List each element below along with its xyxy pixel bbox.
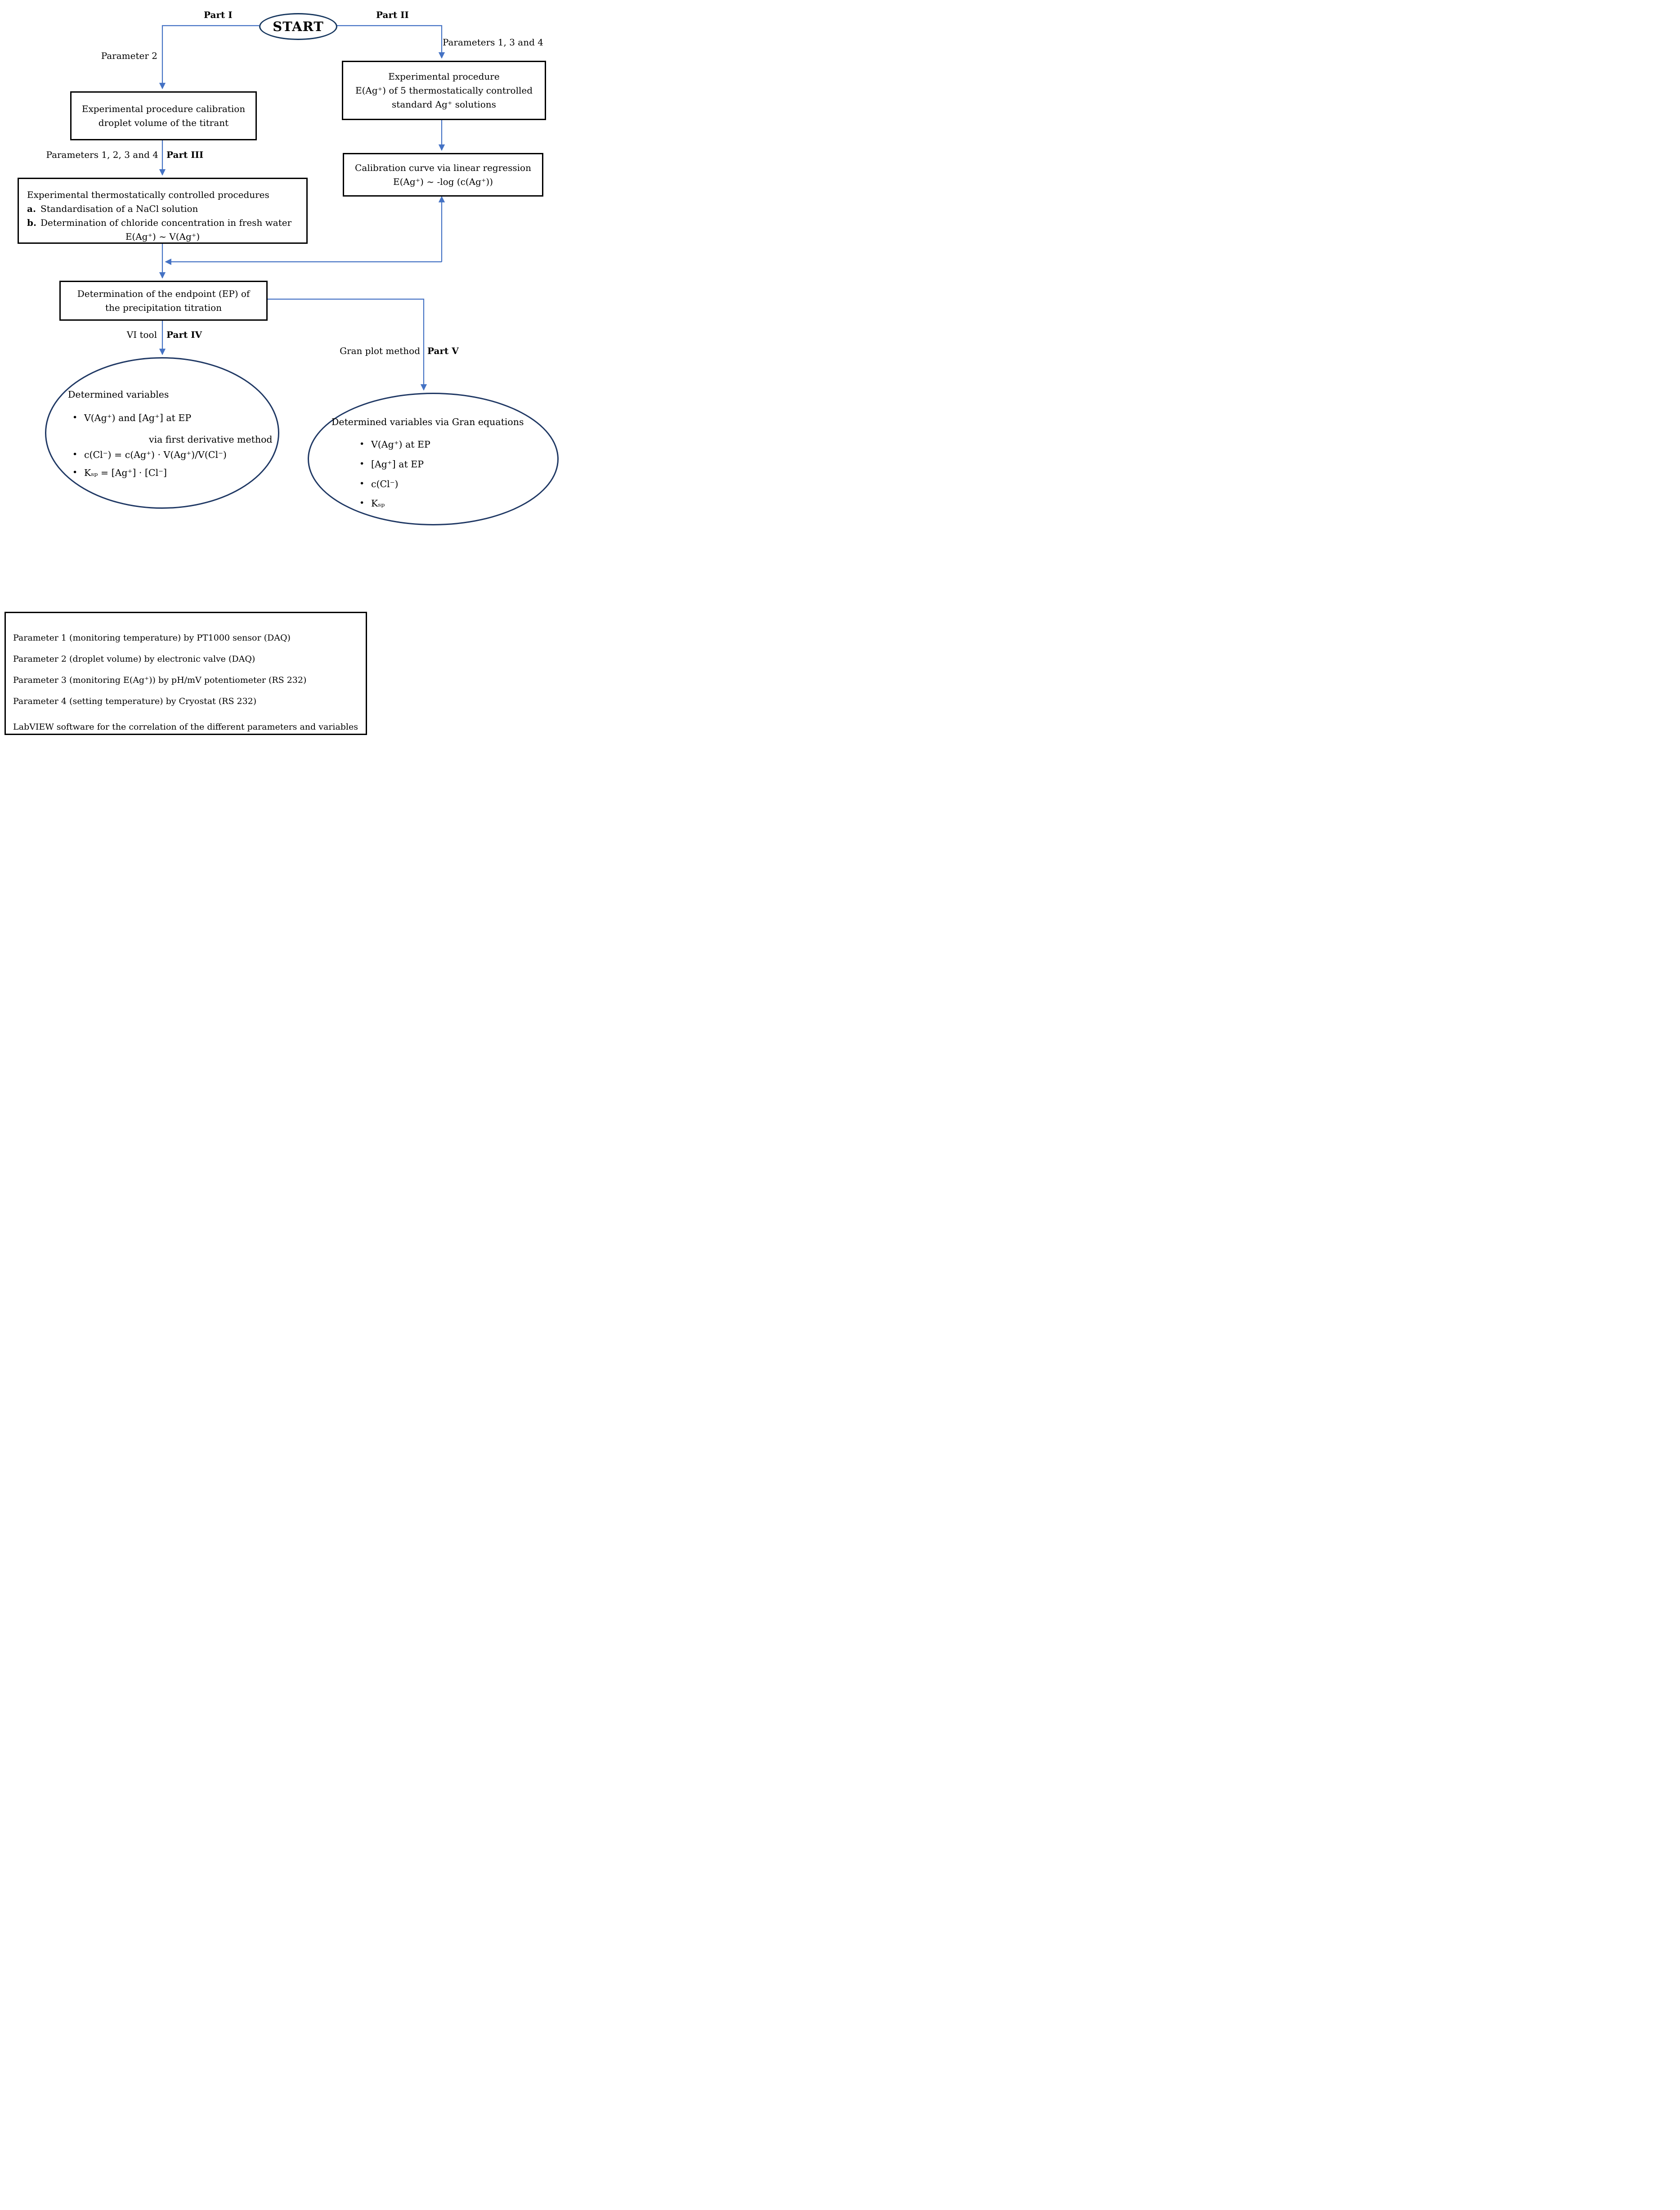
gran-bullet-1: V(Ag⁺) at EP — [371, 439, 430, 450]
first-derivative-ellipse: Determined variables • V(Ag⁺) and [Ag⁺] … — [45, 357, 279, 509]
first-derivative-bullet-1: V(Ag⁺) and [Ag⁺] at EP — [84, 412, 192, 423]
legend-labview: LabVIEW software for the correlation of … — [13, 722, 358, 732]
bullet-item: • V(Ag⁺) and [Ag⁺] at EP — [72, 412, 191, 423]
label-part-iv: Part IV — [166, 329, 202, 340]
label-vi-tool: VI tool — [126, 329, 157, 340]
legend-parameter-2: Parameter 2 (droplet volume) by electron… — [13, 654, 255, 664]
standard-solutions-line2: E(Ag⁺) of 5 thermostatically controlled — [355, 85, 533, 96]
standard-solutions-line1: Experimental procedure — [388, 71, 500, 82]
droplet-calibration-line1: Experimental procedure calibration — [81, 103, 246, 114]
gran-bullet-2: [Ag⁺] at EP — [371, 459, 424, 470]
calibration-curve-line2: E(Ag⁺) ~ -log (c(Ag⁺)) — [393, 176, 493, 187]
gran-bullet-3: c(Cl⁻) — [371, 479, 399, 489]
flow-connectors — [159, 25, 445, 391]
legend-parameter-1: Parameter 1 (monitoring temperature) by … — [13, 633, 291, 643]
endpoint-line2: the precipitation titration — [105, 302, 222, 313]
first-derivative-note: via first derivative method — [149, 434, 273, 445]
label-parameters-1-3-4: Parameters 1, 3 and 4 — [442, 37, 543, 48]
droplet-calibration-box: Experimental procedure calibration dropl… — [70, 91, 257, 140]
start-label: START — [273, 19, 324, 34]
thermostatic-procedures-box: Experimental thermostatically controlled… — [18, 178, 308, 244]
procedure-item-a-text: Standardisation of a NaCl solution — [40, 203, 198, 214]
label-parameter-2: Parameter 2 — [101, 50, 157, 61]
bullet-dot-icon: • — [72, 412, 78, 422]
connector-start-to-standard-box — [335, 25, 445, 59]
label-parameters-1-2-3-4: Parameters 1, 2, 3 and 4 — [46, 149, 158, 160]
calibration-curve-box: Calibration curve via linear regression … — [343, 153, 543, 197]
label-part-v: Part V — [427, 345, 459, 356]
legend-box: Parameter 1 (monitoring temperature) by … — [4, 612, 367, 735]
gran-ellipse: Determined variables via Gran equations … — [308, 393, 559, 525]
procedure-item-a-marker: a. — [27, 203, 36, 214]
droplet-calibration-line2: droplet volume of the titrant — [98, 117, 229, 128]
procedure-item-a: a. Standardisation of a NaCl solution — [27, 202, 306, 216]
calibration-curve-line1: Calibration curve via linear regression — [355, 162, 531, 173]
connector-endpoint-to-gran-ellipse — [265, 298, 427, 391]
flowchart-canvas: START Part I Part II Parameters 1, 3 and… — [0, 0, 560, 737]
gran-title: Determined variables via Gran equations — [332, 417, 524, 427]
standard-solutions-line3: standard Ag⁺ solutions — [392, 99, 496, 110]
bullet-item: • V(Ag⁺) at EP — [359, 439, 430, 450]
thermostatic-procedures-title: Experimental thermostatically controlled… — [27, 189, 269, 200]
first-derivative-title: Determined variables — [68, 389, 169, 400]
label-part-i: Part I — [204, 9, 233, 20]
endpoint-line1: Determination of the endpoint (EP) of — [77, 288, 250, 299]
first-derivative-bullet-3: Kₛₚ = [Ag⁺] · [Cl⁻] — [84, 467, 167, 478]
label-part-ii: Part II — [376, 9, 409, 20]
bullet-item: • c(Cl⁻) = c(Ag⁺) · V(Ag⁺)/V(Cl⁻) — [72, 449, 227, 460]
bullet-item: • [Ag⁺] at EP — [359, 459, 424, 470]
start-ellipse: START — [259, 13, 337, 40]
bullet-item: • Kₛₚ = [Ag⁺] · [Cl⁻] — [72, 467, 167, 478]
procedure-item-b-text: Determination of chloride concentration … — [40, 217, 292, 228]
bullet-dot-icon: • — [359, 459, 365, 469]
bullet-dot-icon: • — [72, 449, 78, 459]
label-gran-plot-method: Gran plot method — [340, 345, 420, 356]
bullet-dot-icon: • — [359, 439, 365, 449]
legend-parameter-4: Parameter 4 (setting temperature) by Cry… — [13, 696, 257, 706]
connector-start-to-droplet-box — [159, 25, 259, 90]
bullet-dot-icon: • — [359, 498, 365, 508]
procedure-item-b-marker: b. — [27, 217, 36, 228]
bullet-item: • Kₛₚ — [359, 498, 385, 509]
bullet-item: • c(Cl⁻) — [359, 479, 399, 489]
bullet-dot-icon: • — [72, 467, 78, 477]
standard-solutions-box: Experimental procedure E(Ag⁺) of 5 therm… — [342, 61, 546, 120]
gran-bullet-4: Kₛₚ — [371, 498, 385, 509]
first-derivative-bullet-2: c(Cl⁻) = c(Ag⁺) · V(Ag⁺)/V(Cl⁻) — [84, 449, 227, 460]
bullet-dot-icon: • — [359, 479, 365, 489]
procedure-item-b: b. Determination of chloride concentrati… — [27, 216, 306, 230]
endpoint-box: Determination of the endpoint (EP) of th… — [59, 281, 268, 321]
label-part-iii: Part III — [166, 149, 204, 160]
thermostatic-procedures-equation: E(Ag⁺) ~ V(Ag⁺) — [125, 231, 200, 242]
legend-parameter-3: Parameter 3 (monitoring E(Ag⁺)) by pH/mV… — [13, 675, 307, 685]
